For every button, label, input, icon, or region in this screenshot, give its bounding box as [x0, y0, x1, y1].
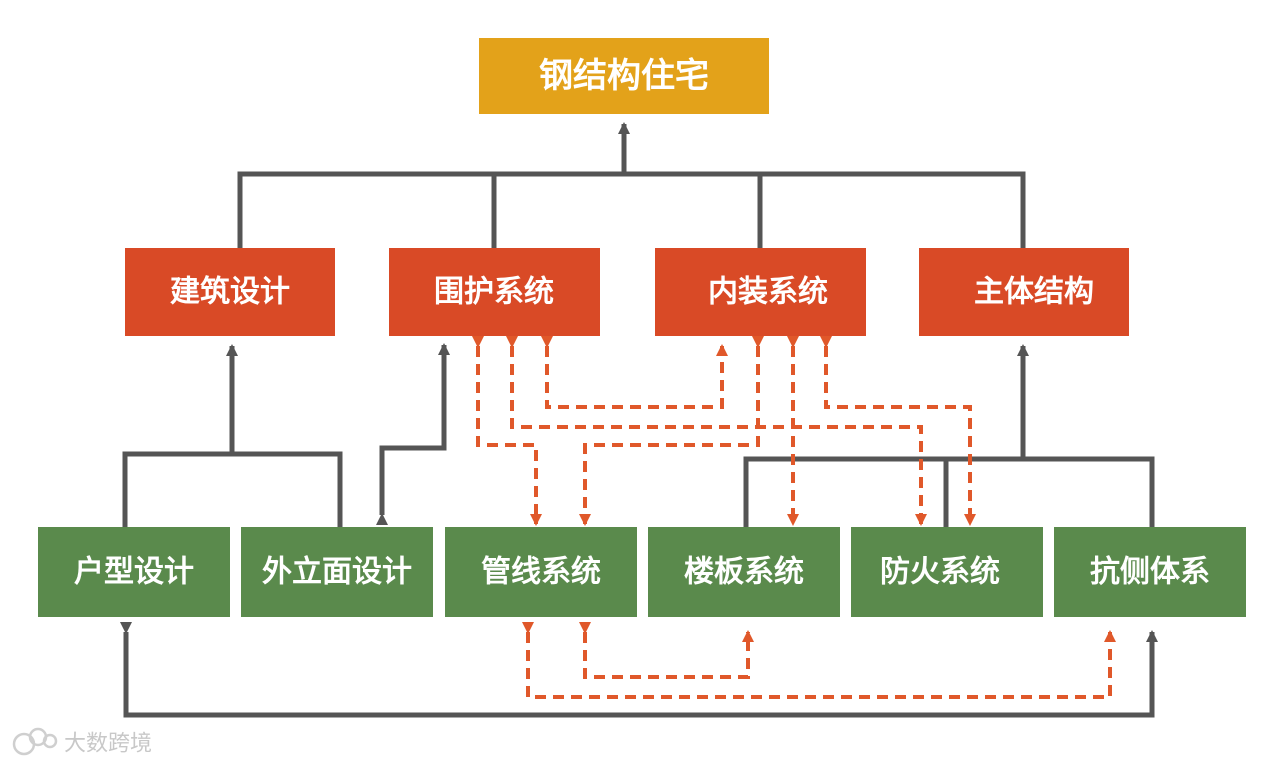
level3-label: 楼板系统: [684, 555, 804, 590]
dash-guanxian-louban: [579, 622, 754, 679]
node-louban-xitong: 楼板系统: [648, 527, 840, 617]
level3-box: [38, 527, 230, 617]
level3-label: 管线系统: [481, 555, 601, 590]
arrow-huxing-kangce-loop: [120, 622, 1158, 718]
level3-label: 户型设计: [74, 555, 194, 590]
arrow-waili-weihu-bidirectional: [376, 343, 450, 525]
level2-box: [389, 248, 600, 336]
level3-box: [648, 527, 840, 617]
level2-label: 建筑设计: [170, 275, 290, 310]
node-wailimian-sheji: 外立面设计: [241, 527, 433, 617]
dash-weihu-fanghuo: [506, 336, 927, 526]
node-zhuti-jiegou: 主体结构: [919, 248, 1129, 336]
level3-box: [241, 527, 433, 617]
node-guanxian-xitong: 管线系统: [445, 527, 637, 617]
top-label: 钢结构住宅: [539, 56, 709, 96]
dash-weihu-neizhuang: [541, 336, 728, 409]
level2-box: [919, 248, 1129, 336]
level3-box: [445, 527, 637, 617]
watermark: 大数跨境: [12, 727, 152, 757]
node-jianzhu-sheji: 建筑设计: [125, 248, 335, 336]
level3-nodes: 户型设计 外立面设计 管线系统 楼板系统 防火系统 抗侧体系: [38, 527, 1246, 617]
level3-box: [851, 527, 1043, 617]
dash-weihu-guanxian: [472, 336, 542, 526]
level3-box: [1054, 527, 1246, 617]
node-weihu-xitong: 围护系统: [389, 248, 600, 336]
dashed-connectors: [472, 336, 1116, 699]
dash-neizhuang-fanghuo: [820, 336, 976, 526]
dash-neizhuang-guanxian: [579, 336, 764, 526]
dash-guanxian-kangce: [522, 622, 1116, 699]
connector-huxing-waili-bracket: [122, 451, 343, 527]
level2-label: 主体结构: [974, 275, 1094, 310]
node-huxing-sheji: 户型设计: [38, 527, 230, 617]
level3-label: 抗侧体系: [1090, 555, 1210, 590]
top-node: 钢结构住宅: [479, 38, 769, 114]
level3-label: 防火系统: [880, 555, 1000, 590]
connector-level2-to-top: [237, 171, 1026, 248]
level2-label: 内装系统: [708, 275, 828, 310]
node-kangce-tixi: 抗侧体系: [1054, 527, 1246, 617]
top-box: [479, 38, 769, 114]
level2-label: 围护系统: [434, 275, 554, 310]
watermark-logo-icon: [12, 727, 58, 756]
node-fanghuo-xitong: 防火系统: [851, 527, 1043, 617]
connector-louban-kangce-bracket: [743, 456, 1155, 527]
solid-connectors: [120, 122, 1158, 718]
watermark-text: 大数跨境: [64, 732, 152, 757]
level2-box: [655, 248, 866, 336]
level2-nodes: 建筑设计 围护系统 内装系统 主体结构: [125, 248, 1129, 336]
level3-label: 外立面设计: [262, 555, 412, 590]
node-neizhuang-xitong: 内装系统: [655, 248, 866, 336]
level2-box: [125, 248, 335, 336]
